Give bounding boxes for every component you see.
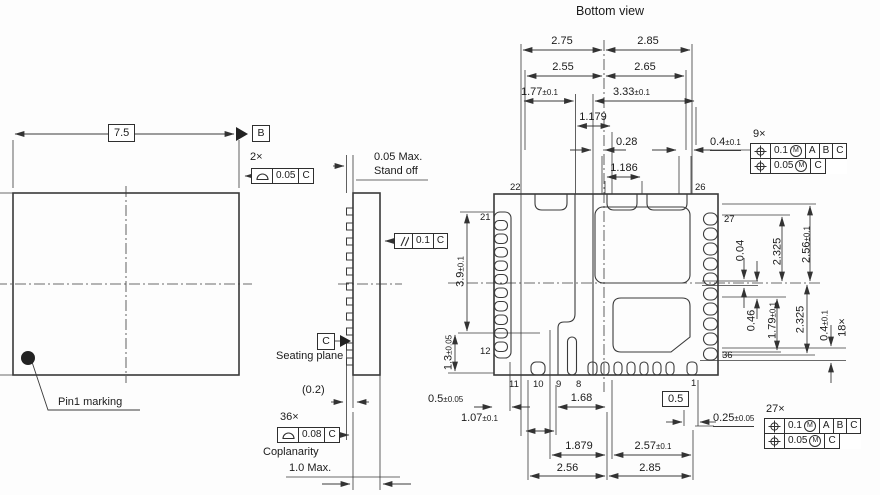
pin-9: 9 xyxy=(556,379,562,390)
fcf-datum: C xyxy=(432,233,449,249)
dim-1-07: 1.07±0.1 xyxy=(461,412,498,424)
mmc-modifier-icon: M xyxy=(803,420,816,432)
pin-36: 36 xyxy=(722,350,733,361)
parallelism-fcf: 0.1 C xyxy=(394,233,449,249)
fcf-datum: C xyxy=(324,427,340,443)
dim-1-186: 1.186 xyxy=(610,162,638,174)
position-symbol-icon xyxy=(750,158,771,174)
width-dim-7-5: 7.5 xyxy=(108,124,136,142)
fcf-datum-c: C xyxy=(832,143,848,159)
dim-2-65: 2.65 xyxy=(634,61,656,73)
dim-2-56: 2.56±0.1 xyxy=(800,226,813,263)
fcf-tol: 0.1 xyxy=(412,233,434,249)
dim-0-5: 0.5±0.05 xyxy=(428,393,464,405)
position-symbol-icon xyxy=(764,418,785,434)
count-9x: 9× xyxy=(753,128,766,140)
fcf-datum-a: A xyxy=(818,418,834,434)
fcf-datum-c: C xyxy=(846,418,862,434)
fcf-datum-a: A xyxy=(804,143,820,159)
dim-0-25: 0.25±0.05 xyxy=(713,412,755,427)
standoff-label: Stand off xyxy=(374,165,418,177)
pin-12: 12 xyxy=(480,346,491,357)
dim-0-4-right: 0.4±0.1 xyxy=(818,310,831,341)
coplanarity-count: 36× xyxy=(280,411,299,423)
lead-thickness-dim: (0.2) xyxy=(302,384,325,396)
center-l-pad xyxy=(557,194,594,375)
exposed-pad-lower xyxy=(612,297,691,353)
dim-1-68: 1.68 xyxy=(570,392,593,404)
chamfer-count: 2× xyxy=(250,151,263,163)
dim-3-9: 3.9±0.1 xyxy=(454,256,467,287)
datum-c-triangle xyxy=(340,335,351,347)
datum-b-triangle xyxy=(236,127,248,141)
dim-1-79: 1.79±0.1 xyxy=(766,302,779,339)
bottom-view-title: Bottom view xyxy=(576,4,645,18)
pin1-marking-label: Pin1 marking xyxy=(58,396,123,408)
dim-3-33: 3.33±0.1 xyxy=(613,86,650,98)
standoff-value: 0.05 Max. xyxy=(374,151,423,163)
mmc-modifier-icon: M xyxy=(795,160,808,172)
left-view-centerlines xyxy=(0,186,252,383)
fcf-datum-b: B xyxy=(832,418,848,434)
profile-symbol-icon xyxy=(277,427,299,443)
fcf-datum-c: C xyxy=(824,433,840,449)
mmc-modifier-icon: M xyxy=(789,145,802,157)
dim-2-75: 2.75 xyxy=(551,35,573,47)
bottom-view-body xyxy=(493,193,719,376)
count-27x: 27× xyxy=(766,403,785,415)
pin-11: 11 xyxy=(509,379,519,390)
pin1-marking-dot xyxy=(21,351,35,365)
coplanarity-label: Coplanarity xyxy=(263,446,319,458)
dim-0-46: 0.46 xyxy=(745,309,758,332)
dim-2-57: 2.57±0.1 xyxy=(634,440,672,452)
count-18x: 18× xyxy=(836,318,849,337)
pin-26: 26 xyxy=(695,182,706,193)
datum-b-label: B xyxy=(252,125,270,142)
dim-2-325-upper: 2.325 xyxy=(771,237,784,266)
dim-2-325-lower: 2.325 xyxy=(794,305,807,334)
dim-1-3: 1.3±0.05 xyxy=(442,334,455,371)
dim-0-04: 0.04 xyxy=(734,239,747,262)
pin-8: 8 xyxy=(576,379,582,390)
dim-2-55: 2.55 xyxy=(552,61,574,73)
fcf-datum: C xyxy=(298,168,314,184)
dim-0-4-top: 0.4±0.1 xyxy=(710,136,741,151)
dim-2-85-top: 2.85 xyxy=(637,35,659,47)
dim-1-77: 1.77±0.1 xyxy=(521,86,558,98)
exposed-pad-upper xyxy=(594,206,691,284)
fcf-tol: 0.05 xyxy=(272,168,300,184)
coplanarity-fcf: 0.08 C xyxy=(277,427,340,443)
height-dim: 1.0 Max. xyxy=(289,462,332,474)
dim-0-28: 0.28 xyxy=(616,136,638,148)
pin-27: 27 xyxy=(724,214,735,225)
dim-1-179: 1.179 xyxy=(579,111,607,123)
chamfer-fcf: 0.05 C xyxy=(251,168,314,184)
dim-1-879: 1.879 xyxy=(565,440,593,452)
dim-2-56-bottom: 2.56 xyxy=(556,462,579,474)
parallelism-symbol-icon xyxy=(394,233,413,249)
dim-2-85-bottom: 2.85 xyxy=(639,462,661,474)
pin-1: 1 xyxy=(691,378,697,389)
fcf-tol: 0.08 xyxy=(298,427,326,443)
mmc-modifier-icon: M xyxy=(809,435,822,447)
pin-21: 21 xyxy=(480,212,491,223)
terminal-pads xyxy=(493,194,719,376)
dim-0-5-basic: 0.5 xyxy=(662,391,690,407)
profile-symbol-icon xyxy=(251,168,273,184)
fcf-datum-c: C xyxy=(810,158,826,174)
position-symbol-icon xyxy=(764,433,785,449)
pin-10: 10 xyxy=(533,379,544,390)
pin-22: 22 xyxy=(510,182,521,193)
seating-plane-label: Seating plane xyxy=(276,350,344,362)
position-symbol-icon xyxy=(750,143,771,159)
fcf-datum-b: B xyxy=(818,143,834,159)
datum-c-label: C xyxy=(317,333,335,350)
